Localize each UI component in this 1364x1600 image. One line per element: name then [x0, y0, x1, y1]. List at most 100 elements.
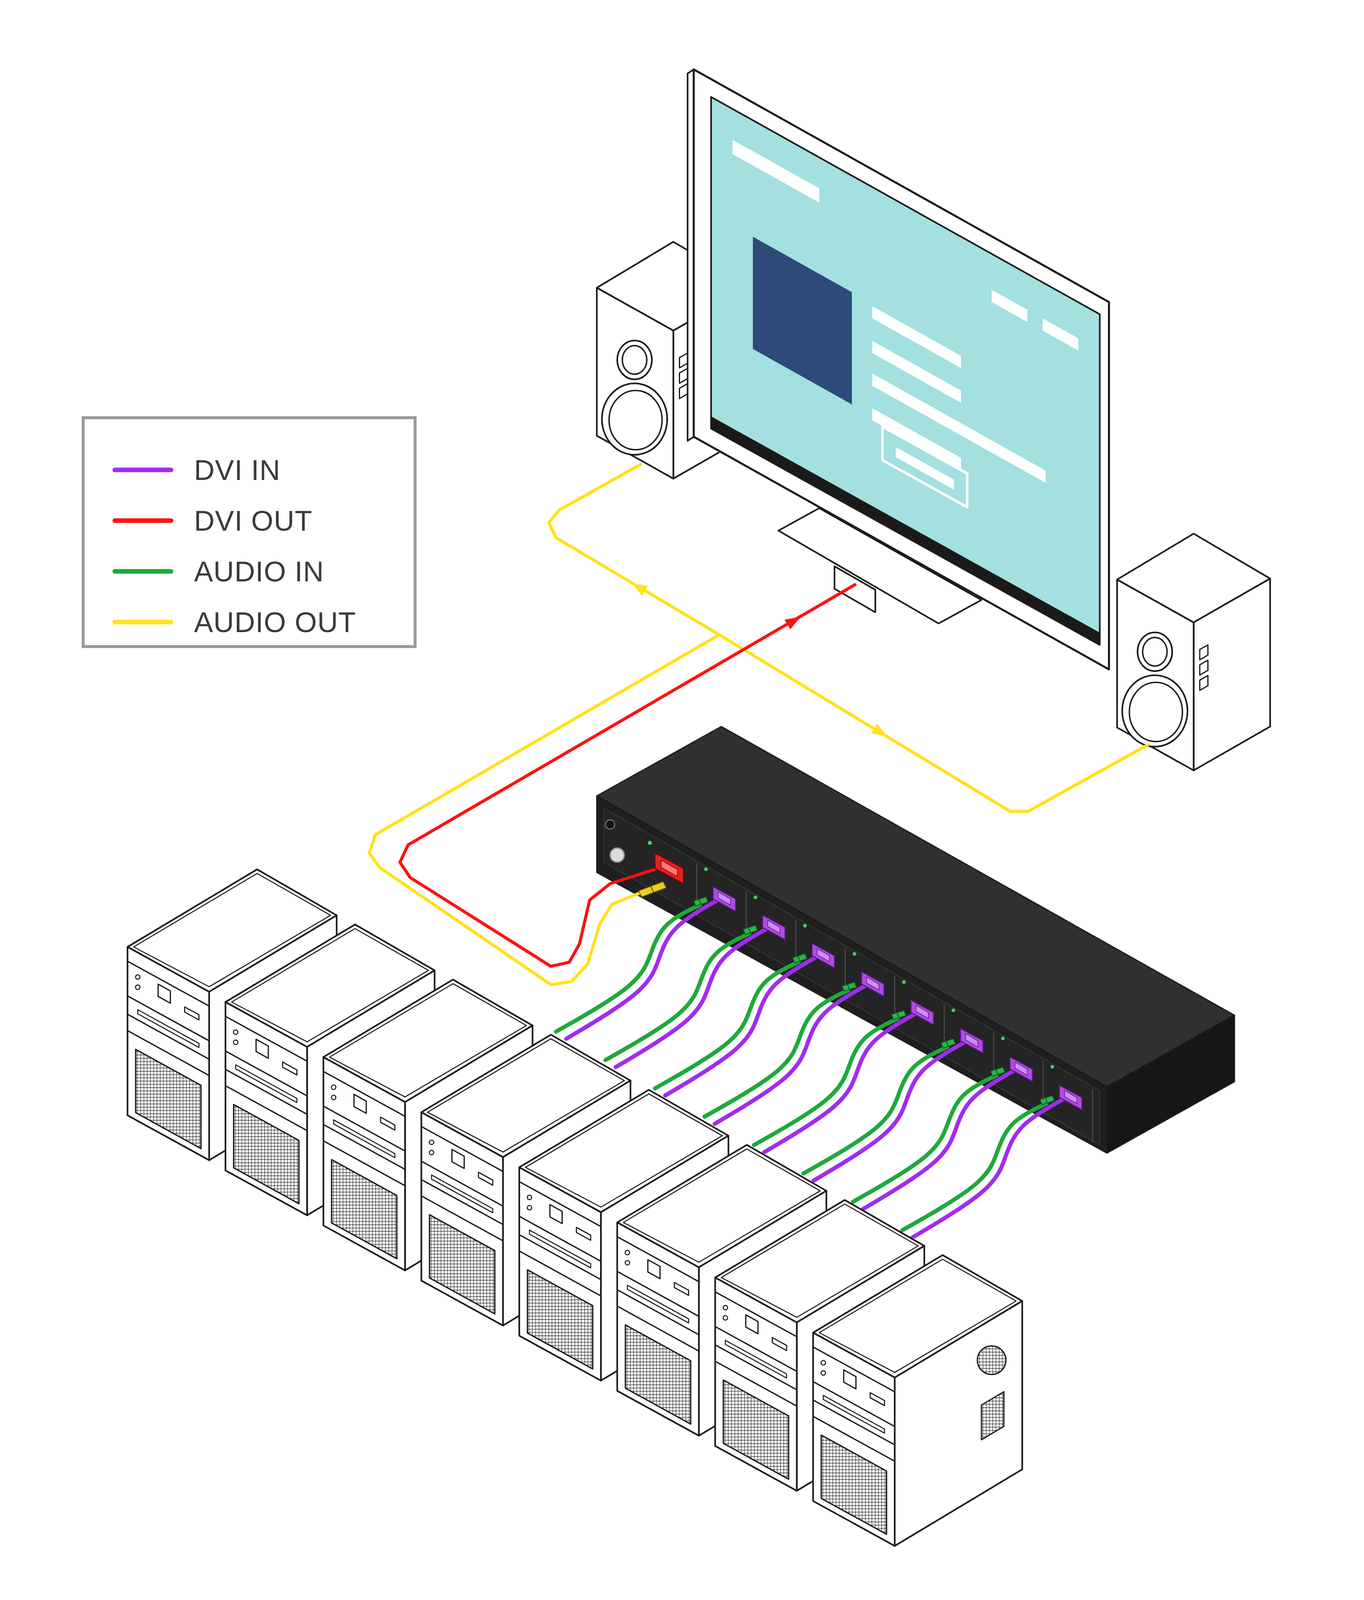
front-button — [723, 1315, 728, 1320]
dvi-in-cable — [566, 900, 717, 1039]
front-grille — [331, 1159, 397, 1259]
dvi-in-cable — [615, 929, 766, 1067]
drive-bay-line — [127, 960, 210, 1006]
front-port — [549, 1204, 562, 1224]
screen-bottom-edge — [711, 416, 1100, 645]
front-port — [354, 1094, 367, 1113]
front-grille — [625, 1324, 691, 1424]
tower-front — [421, 1111, 503, 1326]
port-divider — [1092, 1088, 1093, 1142]
dvi-in-cable — [714, 986, 865, 1124]
front-button — [429, 1139, 434, 1145]
audio-out-wire — [369, 634, 720, 985]
dvi-in-cable — [813, 1042, 964, 1181]
status-led — [852, 951, 857, 956]
status-led — [902, 979, 906, 984]
status-led — [802, 923, 807, 928]
dvi-in-plug-face — [767, 919, 780, 934]
status-led — [1001, 1036, 1005, 1041]
status-led — [951, 1008, 956, 1012]
front-button — [135, 974, 140, 979]
kvm-switch — [596, 726, 1235, 1153]
legend-entry: AUDIO IN — [112, 545, 414, 597]
front-slot — [576, 1226, 591, 1240]
speaker-button — [679, 352, 688, 368]
tweeter — [617, 340, 653, 380]
speaker-button — [679, 368, 688, 384]
dvi-in-plug — [762, 914, 786, 940]
audio-in-plug — [891, 1009, 906, 1020]
drive-bay-line — [225, 1016, 308, 1062]
audio-in-plug — [842, 981, 857, 992]
front-button — [625, 1260, 630, 1265]
dvi-in-cable — [863, 1071, 1014, 1209]
drive-slot — [137, 1009, 200, 1048]
tower-front — [519, 1167, 601, 1381]
front-slot — [282, 1061, 297, 1075]
dvi-in-cable — [763, 1014, 914, 1152]
dvi-in-plug — [911, 999, 934, 1025]
select-button — [610, 847, 625, 862]
front-slot — [674, 1281, 689, 1295]
tweeter-cone — [622, 345, 647, 375]
drive-bay-line — [421, 1125, 503, 1171]
screen-tab — [991, 289, 1028, 322]
screen-text-bar — [872, 373, 1046, 483]
audio-plug-ring — [698, 898, 702, 904]
switch-panel — [603, 807, 1100, 1145]
dvi-in-plug-face — [866, 976, 879, 991]
front-button — [820, 1360, 826, 1365]
dvi-in-plug-face — [817, 948, 830, 962]
legend-sample-line — [114, 568, 171, 574]
audio-plug-ring — [650, 886, 654, 893]
front-grille — [135, 1048, 202, 1149]
front-port — [647, 1259, 660, 1279]
legend-label: DVI IN — [194, 453, 281, 487]
front-grille — [821, 1434, 887, 1535]
screen-button-bar — [895, 446, 955, 490]
front-slot — [772, 1337, 787, 1351]
speaker-button — [1199, 660, 1208, 676]
screen-tab — [1042, 318, 1079, 351]
monitor-bezel — [693, 69, 1109, 670]
audio-plug-ring — [748, 926, 751, 932]
audio-plug-ring — [1045, 1097, 1048, 1103]
arrow-head — [871, 723, 891, 741]
front-port — [157, 983, 171, 1003]
tweeter — [1137, 632, 1173, 672]
front-slot — [870, 1392, 885, 1406]
drive-slot — [431, 1174, 493, 1213]
drive-slot — [823, 1395, 885, 1433]
audio-plug-ring — [995, 1068, 998, 1075]
dvi-in-plug-face — [1014, 1061, 1028, 1076]
woofer-cone — [1129, 682, 1183, 742]
switch-front — [596, 795, 1107, 1153]
legend-swatch — [112, 461, 174, 479]
audio-in-plug — [743, 924, 758, 935]
dvi-out-plug-face — [661, 859, 678, 877]
drive-slot — [529, 1229, 591, 1268]
front-port — [256, 1038, 269, 1058]
front-grille — [723, 1379, 789, 1479]
screen-text-bar — [872, 340, 962, 403]
dvi-in-plug-face — [718, 891, 731, 906]
audio-in-plug — [1040, 1094, 1055, 1105]
front-grille — [429, 1214, 495, 1314]
status-led — [753, 895, 758, 900]
legend-entry: DVI IN — [112, 444, 414, 495]
tower-front — [617, 1221, 699, 1436]
dvi-in-plug — [1059, 1084, 1082, 1110]
power-jack — [605, 819, 615, 829]
front-button — [233, 1039, 239, 1045]
audio-plug-ring — [797, 955, 800, 961]
drive-slot — [333, 1119, 395, 1158]
tower-front — [323, 1056, 406, 1271]
tower-side — [894, 1300, 1023, 1546]
woofer-cone — [608, 390, 663, 450]
front-button — [820, 1370, 826, 1375]
front-button — [723, 1304, 728, 1310]
tower-front — [715, 1277, 798, 1491]
legend-sample-line — [114, 517, 171, 523]
drive-bay-line — [519, 1181, 601, 1227]
